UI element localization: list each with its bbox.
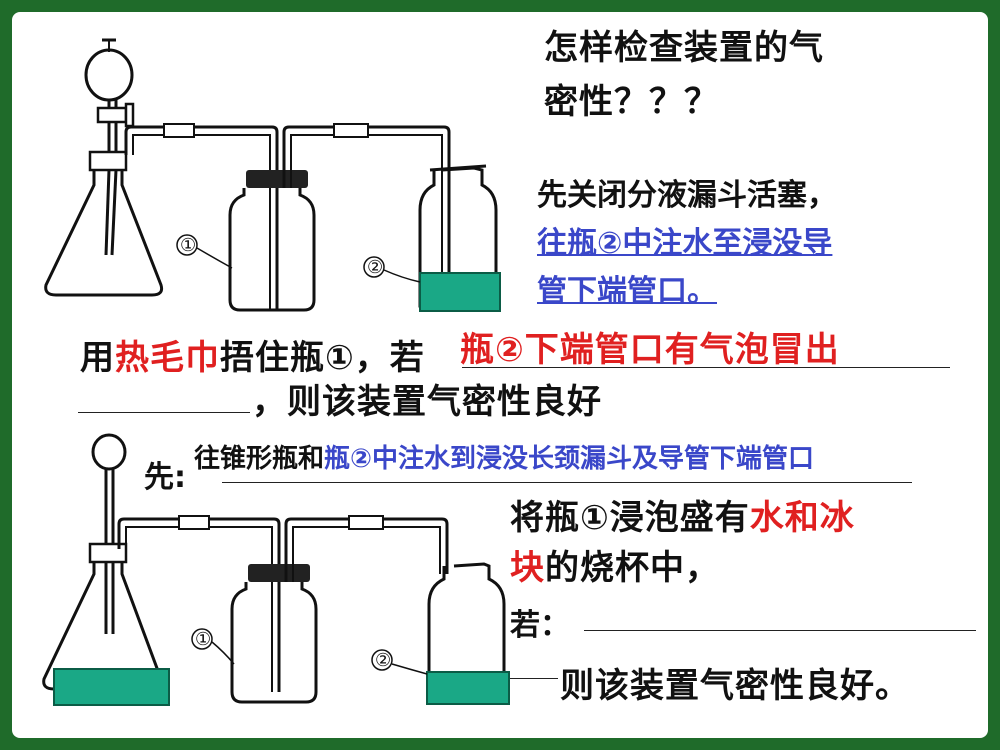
step2-prefix: 用 <box>80 338 115 378</box>
label-bottle-2: ② <box>367 257 383 278</box>
step2-sentence: 用热毛巾捂住瓶①，若 <box>80 330 425 379</box>
step4-ice-water: 水和冰 <box>749 498 855 538</box>
step4-line1-prefix: 将瓶①浸泡盛有 <box>510 498 750 538</box>
step2-middle: 捂住瓶①，若 <box>220 338 425 378</box>
step3-blank-line <box>222 482 912 483</box>
step4-conclusion: 则该装置气密性良好。 <box>560 666 910 706</box>
step1-line3: 管下端管口。 <box>537 274 717 309</box>
step2-answer: 瓶②下端管口有气泡冒出 <box>460 330 840 370</box>
step1-line2: 往瓶②中注水至浸没导 <box>537 226 833 261</box>
step2-blank-line1 <box>462 367 950 368</box>
step4-line2: 块的烧杯中， <box>510 540 720 589</box>
label-bottle-2-bottom: ② <box>375 650 391 671</box>
step4-line2-red: 块 <box>510 548 545 588</box>
step3-answer-part2: 瓶②中注水到浸没长颈漏斗及导管下端管口 <box>324 444 815 474</box>
apparatus-diagram-top: ① ② <box>44 38 501 312</box>
step4-line2-rest: 的烧杯中， <box>545 548 720 588</box>
slide-title-line1: 怎样检查装置的气 <box>544 28 824 68</box>
step3-answer: 往锥形瓶和瓶②中注水到浸没长颈漏斗及导管下端管口 <box>194 438 814 475</box>
step4-if-label: 若： <box>510 608 570 643</box>
step2-blank-line2 <box>78 412 250 413</box>
apparatus-diagram-bottom: ① ② <box>42 433 510 706</box>
step4-line1: 将瓶①浸泡盛有水和冰 <box>510 490 855 539</box>
label-bottle-1-bottom: ① <box>195 629 211 650</box>
slide: ① ② 怎样检查装置的气 密性？？？ 先关闭分液漏斗活塞， 往瓶②中注水至浸没导… <box>12 12 988 738</box>
label-bottle-1: ① <box>180 235 196 256</box>
slide-title-line2: 密性？？？ <box>544 82 719 122</box>
step3-answer-part1: 往锥形瓶和 <box>194 444 325 474</box>
step4-blank-line2 <box>510 678 558 679</box>
step2-hot-towel: 热毛巾 <box>115 338 220 378</box>
step3-first: 先: <box>144 460 186 495</box>
step2-suffix: ，则该装置气密性良好 <box>252 382 602 422</box>
step4-blank-line <box>584 630 976 631</box>
step1-line1: 先关闭分液漏斗活塞， <box>537 178 837 213</box>
